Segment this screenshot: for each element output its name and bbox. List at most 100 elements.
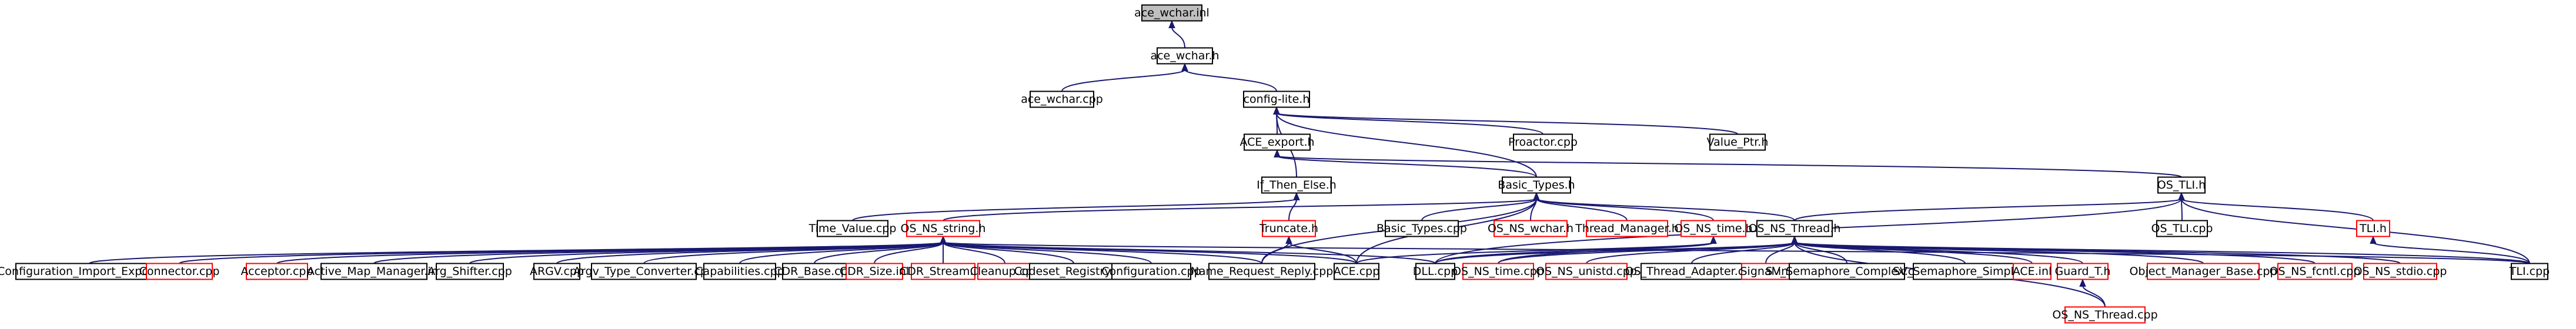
node-box[interactable] <box>1513 133 1573 151</box>
node-sv-semaphore-complex-cpp[interactable]: SV_Semaphore_Complex.cpp <box>1766 263 1929 280</box>
node-os-ns-fcntl-cpp[interactable]: OS_NS_fcntl.cpp <box>2270 263 2361 280</box>
node-box[interactable] <box>1545 263 1628 280</box>
node-active-map-manager-inl[interactable]: Active_Map_Manager.inl <box>307 263 441 280</box>
node-box[interactable] <box>2277 263 2353 280</box>
edge-tli_h-to-os_tli_h <box>2181 198 2374 221</box>
node-os-ns-string-h[interactable]: OS_NS_string.h <box>901 220 986 237</box>
node-thread-manager-h[interactable]: Thread_Manager.h <box>1575 220 1679 237</box>
node-box[interactable] <box>2147 263 2260 280</box>
node-os-ns-thread-cpp[interactable]: OS_NS_Thread.cpp <box>2052 306 2158 324</box>
node-time-value-cpp[interactable]: Time_Value.cpp <box>808 220 897 237</box>
node-os-ns-time-cpp[interactable]: OS_NS_time.cpp <box>1452 263 1544 280</box>
node-box[interactable] <box>1030 90 1094 108</box>
node-box[interactable] <box>1243 90 1310 108</box>
node-argv-type-converter-cpp[interactable]: Argv_Type_Converter.cpp <box>573 263 714 280</box>
node-os-ns-unistd-cpp[interactable]: OS_NS_unistd.cpp <box>1536 263 1637 280</box>
node-if-then-else-h[interactable]: If_Then_Else.h <box>1257 176 1337 194</box>
node-signal-inl[interactable]: Signal.inl <box>1740 263 1792 280</box>
node-box[interactable] <box>2156 220 2208 237</box>
node-arg-shifter-cpp[interactable]: Arg_Shifter.cpp <box>427 263 512 280</box>
node-box[interactable] <box>1208 263 1315 280</box>
node-os-ns-time-h[interactable]: OS_NS_time.h <box>1674 220 1753 237</box>
node-os-ns-stdio-cpp[interactable]: OS_NS_stdio.cpp <box>2354 263 2447 280</box>
node-argv-cpp[interactable]: ARGV.cpp <box>530 263 584 280</box>
node-box[interactable] <box>1741 263 1790 280</box>
node-cleanup-cpp[interactable]: Cleanup.cpp <box>970 263 1040 280</box>
node-os-thread-adapter-cpp[interactable]: OS_Thread_Adapter.cpp <box>1625 263 1759 280</box>
node-box[interactable] <box>1680 220 1746 237</box>
node-box[interactable] <box>703 263 776 280</box>
node-box[interactable] <box>782 263 847 280</box>
node-capabilities-cpp[interactable]: Capabilities.cpp <box>695 263 784 280</box>
node-configuration-import-export-cpp[interactable]: Configuration_Import_Export.cpp <box>0 263 182 280</box>
node-box[interactable] <box>2157 176 2206 194</box>
node-box[interactable] <box>1756 220 1833 237</box>
node-box[interactable] <box>1334 263 1379 280</box>
node-value-ptr-h[interactable]: Value_Ptr.h <box>1707 133 1769 151</box>
node-box[interactable] <box>977 263 1033 280</box>
node-ace-export-h[interactable]: ACE_export.h <box>1239 133 1315 151</box>
node-dll-cpp[interactable]: DLL.cpp <box>1413 263 1458 280</box>
node-box[interactable] <box>1789 263 1905 280</box>
node-box[interactable] <box>1494 220 1568 237</box>
node-box[interactable] <box>1586 220 1668 237</box>
node-guard-t-h[interactable]: Guard_T.h <box>2055 263 2111 280</box>
node-box[interactable] <box>1111 263 1191 280</box>
node-ace-inl[interactable]: ACE.inl <box>2013 263 2052 280</box>
node-cdr-base-cpp[interactable]: CDR_Base.cpp <box>774 263 855 280</box>
node-basic-types-h[interactable]: Basic_Types.h <box>1498 176 1575 194</box>
node-tli-h[interactable]: TLI.h <box>2356 220 2390 237</box>
node-name-request-reply-cpp[interactable]: Name_Request_Reply.cpp <box>1191 263 1334 280</box>
node-box[interactable] <box>2511 263 2548 280</box>
node-box[interactable] <box>320 263 427 280</box>
node-configuration-cpp[interactable]: Configuration.cpp <box>1101 263 1201 280</box>
node-cdr-size-inl[interactable]: CDR_Size.inl <box>840 263 909 280</box>
node-box[interactable] <box>591 263 697 280</box>
node-label: Object_Manager_Base.cpp <box>2129 265 2277 278</box>
node-box[interactable] <box>1415 263 1455 280</box>
node-box[interactable] <box>533 263 580 280</box>
node-os-tli-h[interactable]: OS_TLI.h <box>2157 176 2206 194</box>
node-config-lite-h[interactable]: config-lite.h <box>1243 90 1310 108</box>
node-basic-types-cpp[interactable]: Basic_Types.cpp <box>1376 220 1467 237</box>
node-label: CDR_Stream.inl <box>900 265 987 278</box>
node-box[interactable] <box>146 263 213 280</box>
node-box[interactable] <box>2356 220 2390 237</box>
node-box[interactable] <box>1709 133 1766 151</box>
node-box[interactable] <box>2064 306 2146 324</box>
node-box[interactable] <box>1261 176 1332 194</box>
node-box[interactable] <box>1157 47 1213 65</box>
node-box[interactable] <box>436 263 504 280</box>
node-proactor-cpp[interactable]: Proactor.cpp <box>1508 133 1578 151</box>
node-os-tli-cpp[interactable]: OS_TLI.cpp <box>2151 220 2213 237</box>
node-ace-wchar-cpp[interactable]: ace_wchar.cpp <box>1021 90 1103 108</box>
node-box[interactable] <box>1462 263 1534 280</box>
node-box[interactable] <box>911 263 975 280</box>
node-box[interactable] <box>817 220 888 237</box>
node-connector-cpp[interactable]: Connector.cpp <box>139 263 220 280</box>
node-box[interactable] <box>2013 263 2052 280</box>
node-acceptor-cpp[interactable]: Acceptor.cpp <box>240 263 313 280</box>
node-object-manager-base-cpp[interactable]: Object_Manager_Base.cpp <box>2129 263 2277 280</box>
node-ace-cpp[interactable]: ACE.cpp <box>1334 263 1380 280</box>
node-box[interactable] <box>246 263 308 280</box>
node-box[interactable] <box>2057 263 2109 280</box>
node-ace-wchar-inl[interactable]: ace_wchar.inl <box>1134 4 1210 22</box>
node-truncate-h[interactable]: Truncate.h <box>1259 220 1318 237</box>
node-tli-cpp[interactable]: TLI.cpp <box>2509 263 2550 280</box>
arrowhead <box>1791 236 1798 244</box>
node-os-ns-thread-h[interactable]: OS_NS_Thread.h <box>1749 220 1841 237</box>
node-box[interactable] <box>1385 220 1459 237</box>
node-box[interactable] <box>1262 220 1316 237</box>
node-cdr-stream-inl[interactable]: CDR_Stream.inl <box>900 263 987 280</box>
node-box[interactable] <box>2363 263 2437 280</box>
node-ace-wchar-h[interactable]: ace_wchar.h <box>1150 47 1219 65</box>
node-box[interactable] <box>906 220 980 237</box>
node-box[interactable] <box>1244 133 1311 151</box>
node-box[interactable] <box>846 263 903 280</box>
node-box[interactable] <box>1502 176 1571 194</box>
node-box[interactable] <box>1141 4 1202 22</box>
node-box[interactable] <box>15 263 163 280</box>
node-os-ns-wchar-h[interactable]: OS_NS_wchar.h <box>1488 220 1573 237</box>
